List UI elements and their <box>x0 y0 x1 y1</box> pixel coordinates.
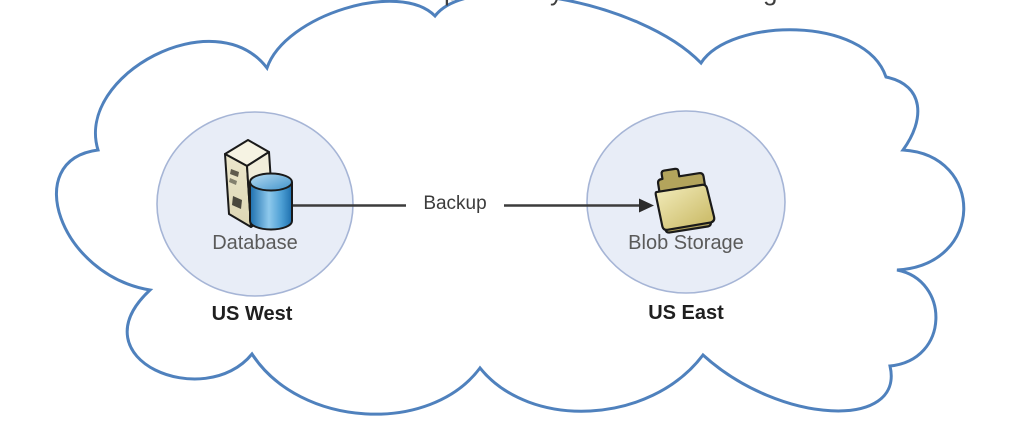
folder-front <box>654 183 716 231</box>
backup-arrow-label: Backup <box>423 193 487 214</box>
database-cylinder-icon <box>249 172 293 231</box>
database-node-label: Database <box>212 232 298 254</box>
cropped-letter-fragment: y <box>550 0 563 7</box>
cropped-letter-fragment: g <box>763 0 777 7</box>
us-west-region-label: US West <box>211 303 293 325</box>
cloud-outline <box>55 0 966 416</box>
us-east-region-label: US East <box>648 302 724 324</box>
blob-folder-icon <box>654 167 716 234</box>
backup-arrowhead-icon <box>639 198 654 213</box>
cropped-letter-fragment: p <box>444 0 458 7</box>
blob-storage-node-label: Blob Storage <box>628 232 744 254</box>
cropped-title-text: p y g <box>0 0 1032 8</box>
